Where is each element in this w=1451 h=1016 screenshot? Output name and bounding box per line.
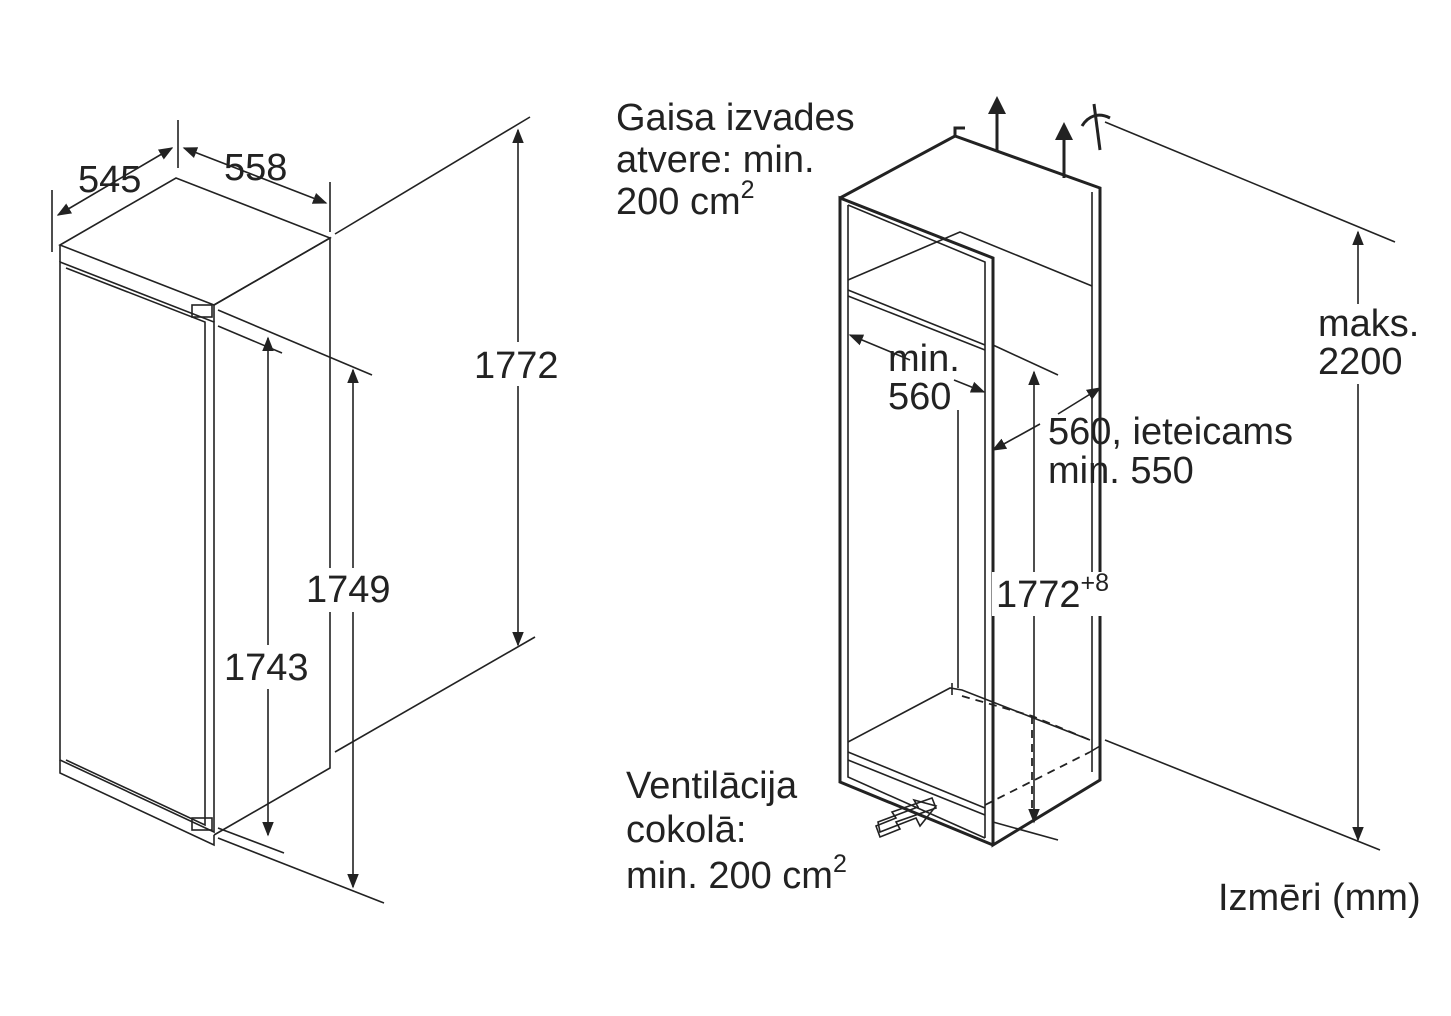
appliance-side-face: [213, 236, 331, 836]
appliance-inner-height-dimension: [217, 325, 285, 854]
dim-depth-545: 545: [78, 159, 141, 201]
plinth-vent-unit-sup: 2: [833, 850, 847, 878]
dim-min-560-line1: min.: [888, 338, 960, 380]
plinth-vent-line2: cokolā:: [626, 809, 746, 851]
units-caption: Izmēri (mm): [1218, 877, 1421, 919]
dim-niche-height: 1772+8: [996, 569, 1109, 616]
dim-max-2200-line2: 2200: [1318, 341, 1403, 383]
air-outlet-value: 200 cm: [616, 181, 741, 223]
plinth-vent-line3: min. 200 cm2: [626, 850, 847, 897]
air-outlet-line2: atvere: min.: [616, 139, 815, 181]
air-outlet-unit-sup: 2: [741, 176, 755, 204]
dim-depth-560-line2: min. 550: [1048, 450, 1194, 492]
dim-niche-height-value: 1772: [996, 574, 1081, 616]
plinth-vent-value: min. 200 cm: [626, 855, 833, 897]
dim-min-560-line2: 560: [888, 376, 951, 418]
dim-width-558: 558: [224, 147, 287, 189]
dim-height-1749: 1749: [306, 569, 391, 611]
air-outlet-line1: Gaisa izvades: [616, 97, 855, 139]
dim-max-2200-line1: maks.: [1318, 303, 1419, 345]
plinth-vent-line1: Ventilācija: [626, 765, 798, 807]
air-outlet-label: Gaisa izvades atvere: min. 200 cm2: [616, 97, 855, 223]
dim-depth-560-line1: 560, ieteicams: [1048, 411, 1293, 453]
dim-height-1772: 1772: [474, 345, 559, 387]
niche-width-dimension: [848, 334, 986, 393]
dim-height-1743: 1743: [224, 647, 309, 689]
appliance-door-height-dimension: [217, 309, 385, 904]
appliance-total-height-dimension: [334, 116, 536, 753]
air-outlet-arrows: [988, 96, 1073, 178]
plinth-vent-label: Ventilācija cokolā: min. 200 cm2: [626, 765, 847, 897]
appliance-door: [59, 260, 215, 834]
dim-niche-height-tolerance: +8: [1081, 569, 1110, 597]
air-outlet-line3: 200 cm2: [616, 176, 755, 223]
appliance-drawing: [58, 177, 332, 847]
appliance-top-dimensions: [51, 120, 331, 252]
